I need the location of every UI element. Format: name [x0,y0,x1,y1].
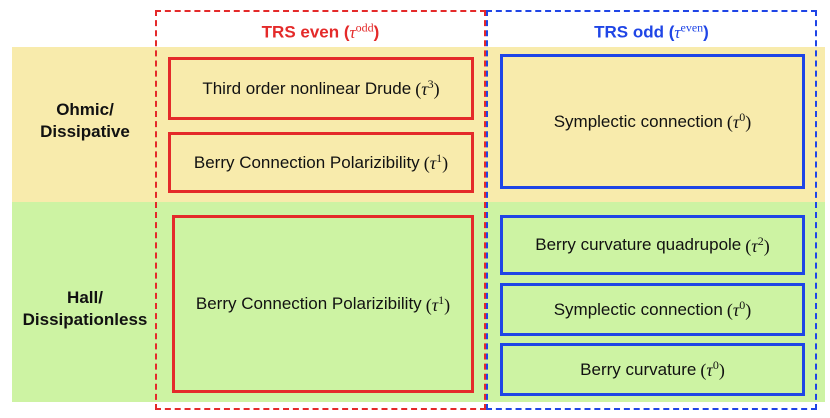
hall-row-band [12,202,825,402]
berry-curvature-quadrupole-box: Berry curvature quadrupole (τ2) [500,215,805,275]
ohmic-row-label: Ohmic/ Dissipative [12,99,158,143]
box-tau-power: 3 [427,77,434,91]
box-tau-power: 2 [757,233,764,248]
ohmic-label-line2: Dissipative [40,122,130,141]
ohmic-label-line1: Ohmic/ [56,100,114,119]
ohmic-row-band [12,47,825,202]
box-text: Third order nonlinear Drude [202,78,412,98]
box-text: Symplectic connection [553,111,723,131]
trs-odd-tau-superscript: even [680,20,704,34]
symplectic-connection-ohmic-box: Symplectic connection (τ0) [500,54,805,189]
berry-connection-polarizibility-ohmic-box: Berry Connection Polarizibility (τ1) [168,132,474,193]
box-text: Berry curvature [580,359,697,379]
trs-even-label: TRS even [261,22,340,42]
box-tau-power: 0 [712,358,719,372]
box-text: Berry Connection Polarizibility [195,294,422,313]
hall-label-line2: Dissipationless [22,310,148,329]
trs-even-tau: τ [349,22,356,42]
trs-even-tau-superscript: odd [355,20,374,34]
box-text: Berry curvature quadrupole [535,235,742,254]
hall-row-label: Hall/ Dissipationless [12,287,158,331]
box-text: Berry Connection Polarizibility [193,152,420,172]
box-tau-power: 1 [438,292,445,307]
third-order-drude-box: Third order nonlinear Drude (τ3) [168,57,474,120]
trs-odd-label: TRS odd [594,22,665,42]
box-tau-power: 0 [739,110,746,124]
trs-even-title: TRS even (τodd) [261,20,380,42]
trs-even-column-frame [155,10,486,410]
berry-connection-polarizibility-hall-box: Berry Connection Polarizibility (τ1) [172,215,474,393]
hall-label-line1: Hall/ [67,288,103,307]
trs-odd-tau: τ [674,22,681,42]
trs-odd-title: TRS odd (τeven) [594,20,709,42]
berry-curvature-box: Berry curvature (τ0) [500,343,805,396]
trs-odd-column-frame [486,10,817,410]
box-tau-power: 1 [436,151,443,165]
box-text: Symplectic connection [553,299,723,319]
box-tau-power: 0 [739,298,746,312]
symplectic-connection-hall-box: Symplectic connection (τ0) [500,283,805,336]
